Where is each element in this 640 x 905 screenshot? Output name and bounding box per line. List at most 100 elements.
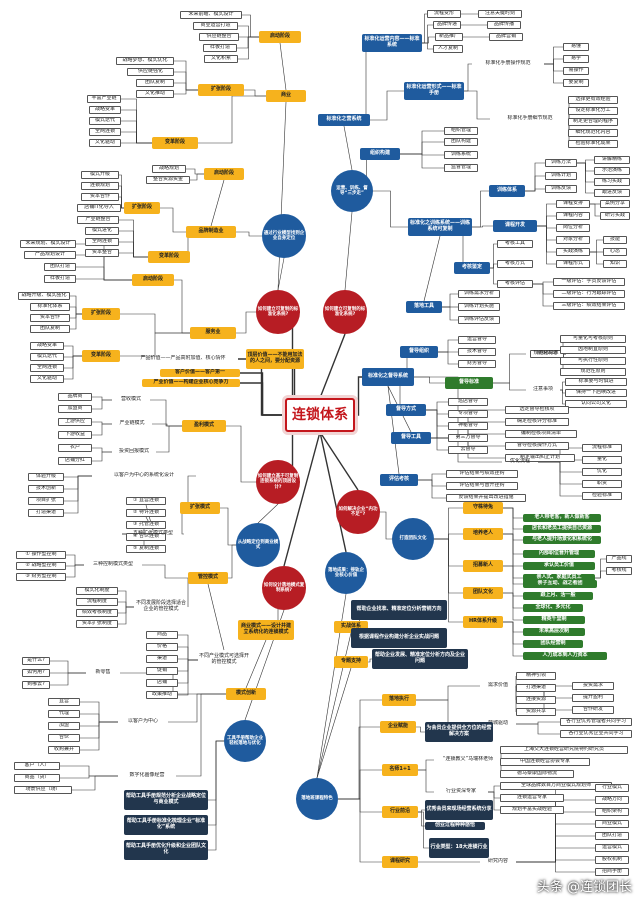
mindmap-node-n139[interactable]: 标准化之营系统	[318, 114, 370, 126]
mindmap-node-n11[interactable]: 扩张阶段	[198, 84, 244, 96]
mindmap-node-n217[interactable]: 打造团队文化	[392, 518, 434, 560]
mindmap-node-n211[interactable]: 流程标准	[582, 444, 622, 452]
mindmap-node-n270[interactable]: 课程研究	[382, 856, 418, 868]
mindmap-node-n228[interactable]: 亲人式、家庭式员工	[523, 574, 595, 582]
mindmap-node-n240[interactable]: 根据课程作业构建分析企业实战问题	[351, 628, 447, 648]
mindmap-node-n70[interactable]: 以客户为中心的系统化设计	[113, 472, 174, 479]
mindmap-node-n175[interactable]: 训练计划实施	[458, 303, 500, 311]
mindmap-node-n8[interactable]: 供应链强化	[127, 68, 174, 76]
mindmap-node-n146[interactable]: 训练体系	[489, 185, 525, 197]
mindmap-node-n269[interactable]: 行业类型：18大连锁行业	[429, 838, 489, 858]
mindmap-node-n22[interactable]: 模式升级	[81, 171, 119, 179]
mindmap-node-n157[interactable]: 岗位分析	[556, 224, 590, 232]
mindmap-node-n195[interactable]: 巡店督导	[448, 398, 488, 406]
mindmap-node-n71[interactable]: ① 直营连锁	[126, 497, 166, 505]
mindmap-node-n254[interactable]: 各行业优秀企业共同学习	[560, 730, 632, 738]
mindmap-node-n268[interactable]: 创业过程种种感悟	[425, 822, 485, 830]
mindmap-node-n35[interactable]: 产品规划设计	[24, 251, 76, 259]
mindmap-node-n233[interactable]: 全球化、多元化	[523, 604, 583, 612]
mindmap-node-n14[interactable]: 战略变革	[89, 106, 121, 114]
mindmap-node-n86[interactable]: 资本扩张制度	[76, 620, 118, 628]
mindmap-node-n203[interactable]: 督导检核操作方式	[505, 442, 569, 450]
mindmap-node-n21[interactable]: 启动阶段	[204, 168, 244, 180]
mindmap-node-n37[interactable]: 样板打造	[44, 275, 76, 283]
mindmap-node-n7[interactable]: 战略梦想、模式优化	[116, 57, 174, 65]
mindmap-node-n87[interactable]: 不同发展阶段选择适合企业的管控模式	[135, 600, 186, 612]
mindmap-node-n179[interactable]: 运营督导	[458, 336, 496, 344]
mindmap-node-n158[interactable]: 对象分析	[556, 236, 590, 244]
mindmap-node-n225[interactable]: 与老人提升场景化和系统化	[523, 536, 601, 544]
mindmap-node-n153[interactable]: 跟进反馈	[594, 189, 630, 197]
mindmap-node-n188[interactable]: 规范化标准	[533, 350, 559, 357]
mindmap-node-n208[interactable]: 评估结果与晋升挂钩	[446, 482, 518, 490]
mindmap-node-n259[interactable]: 上海交大连锁经营研究院特约研究员	[500, 746, 628, 754]
mindmap-node-n148[interactable]: 训练计划	[545, 172, 577, 180]
mindmap-node-n24[interactable]: 资本合作	[81, 193, 119, 201]
mindmap-node-n45[interactable]: 模式迭代	[30, 353, 64, 361]
mindmap-node-n115[interactable]: 工具手册帮助企业轻松落地与优化	[224, 720, 266, 762]
mindmap-node-n123[interactable]: 注意关键时刻	[478, 10, 522, 18]
mindmap-node-n180[interactable]: 技术督导	[458, 348, 496, 356]
mindmap-node-n81[interactable]: 三种控制模式类型	[92, 561, 133, 568]
mindmap-node-n183[interactable]: 精确匹配	[530, 350, 564, 358]
mindmap-node-n120[interactable]: 品牌传递	[433, 21, 461, 29]
mindmap-node-n116[interactable]: 商业模式——设计并建立系统化的连锁模式	[238, 620, 294, 640]
mindmap-node-n54[interactable]: 产业价值——构建企业核心竞争力	[142, 379, 240, 387]
mindmap-node-n145[interactable]: 运营、训练、督导“三步走”	[331, 170, 373, 212]
mindmap-node-n74[interactable]: ④ 合伙连锁	[126, 533, 166, 541]
mindmap-node-n201[interactable]: 确定检核评分标准	[505, 418, 569, 426]
mindmap-node-n109[interactable]: 商品（货）	[14, 774, 60, 782]
mindmap-node-n66[interactable]: 体验升级	[28, 473, 64, 481]
mindmap-node-n72[interactable]: ② 特许连锁	[126, 509, 166, 517]
mindmap-node-n46[interactable]: 全网连锁	[30, 364, 64, 372]
mindmap-node-n98[interactable]: 是什么?	[22, 657, 50, 665]
mindmap-node-n113[interactable]: 帮助工具手册标准化梳理企业“标准化”系统	[124, 815, 208, 835]
mindmap-node-n82[interactable]: 管控模式	[188, 572, 228, 584]
mindmap-node-n154[interactable]: 课程开发	[493, 220, 537, 232]
mindmap-node-n138[interactable]: 标准化运营形式——标准手册	[404, 82, 464, 100]
mindmap-node-n95[interactable]: 模式创新	[226, 688, 266, 700]
mindmap-node-n162[interactable]: 研讨实践	[600, 212, 630, 220]
mindmap-node-n171[interactable]: 二级评估：行为跟踪评估	[553, 290, 625, 298]
mindmap-node-n51[interactable]: 如何建立可复制的标准化系统?	[323, 290, 367, 334]
mindmap-node-n272[interactable]: 行业模式	[595, 784, 629, 792]
mindmap-node-n18[interactable]: 变革阶段	[152, 137, 198, 149]
mindmap-node-n4[interactable]: 样板打造	[203, 44, 237, 52]
mindmap-node-n185[interactable]: 可量化可考核原则	[560, 335, 626, 343]
mindmap-node-n193[interactable]: 认同公司文化	[565, 400, 627, 408]
mindmap-node-n226[interactable]: 内部职位晋升管理	[523, 550, 595, 558]
mindmap-node-n216[interactable]: 如何解决企业“内功不足”?	[336, 490, 380, 534]
mindmap-node-n161[interactable]: 案例分享	[600, 200, 630, 208]
mindmap-node-n163[interactable]: 技能	[603, 236, 627, 244]
mindmap-node-n178[interactable]: 标准化之督导系统	[362, 368, 414, 386]
mindmap-node-n73[interactable]: ③ 托管连锁	[126, 521, 166, 529]
mindmap-node-n248[interactable]: 投资需求	[572, 682, 614, 690]
mindmap-node-n141[interactable]: 组织管理	[444, 127, 478, 135]
mindmap-node-n220[interactable]: 招募新人	[463, 560, 503, 572]
mindmap-node-n83[interactable]: 模式化制度	[76, 587, 118, 595]
mindmap-node-n196[interactable]: 专项督导	[448, 410, 488, 418]
mindmap-node-n27[interactable]: 产业链整合	[77, 216, 119, 224]
mindmap-node-n68[interactable]: 项目扩张	[28, 497, 64, 505]
mindmap-node-n210[interactable]: 优化流程	[509, 458, 530, 465]
mindmap-node-n170[interactable]: 一级评估：学员反馈评估	[553, 278, 625, 286]
mindmap-node-n152[interactable]: 练习实践	[594, 178, 630, 186]
mindmap-node-n164[interactable]: 心态	[603, 248, 627, 256]
mindmap-node-n91[interactable]: 促销	[146, 667, 178, 675]
mindmap-node-n236[interactable]: 团队经营制	[523, 640, 583, 648]
mindmap-node-n63[interactable]: 产业链模式	[119, 420, 145, 427]
mindmap-node-n253[interactable]: 各行业优秀管理者共同学习	[560, 718, 632, 726]
mindmap-node-n65[interactable]: 盈利模式	[182, 420, 226, 432]
mindmap-node-n191[interactable]: 标准要与时俱进	[565, 378, 627, 386]
mindmap-node-n128[interactable]: 标准化手册细节规范	[507, 115, 553, 122]
mindmap-node-n99[interactable]: 如何用?	[22, 669, 50, 677]
mindmap-node-n224[interactable]: 店长和老员工提供自己资源	[523, 525, 601, 533]
mindmap-node-n150[interactable]: 讲解精练	[594, 156, 630, 164]
mindmap-node-n147[interactable]: 训练方法	[545, 159, 577, 167]
mindmap-node-n53[interactable]: 客户价值——客户第一	[160, 369, 240, 377]
mindmap-node-n173[interactable]: 考核鉴定	[454, 262, 490, 274]
mindmap-node-n79[interactable]: ② 战略型控制	[16, 562, 66, 570]
mindmap-node-n67[interactable]: 技术创新	[28, 485, 64, 493]
mindmap-node-n206[interactable]: 评估考核	[380, 474, 418, 486]
mindmap-node-n31[interactable]: 变革阶段	[148, 251, 190, 263]
